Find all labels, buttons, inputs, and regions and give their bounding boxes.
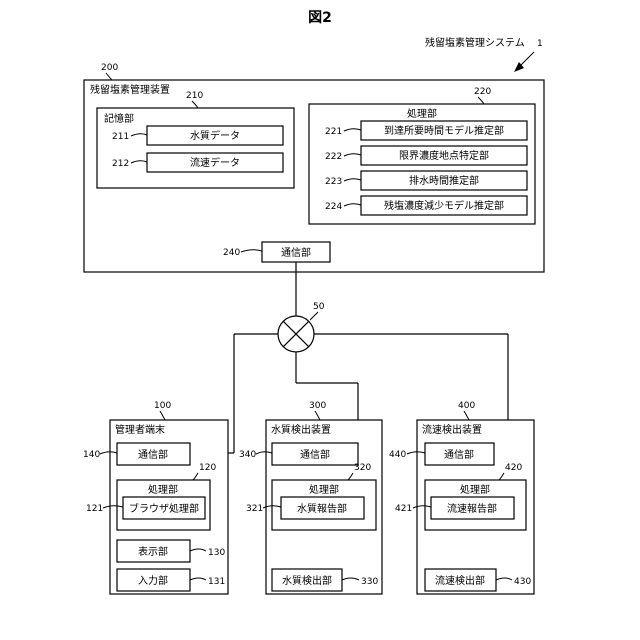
- flow-report-ref: 421: [395, 504, 412, 514]
- processing-unit-ref: 220: [474, 87, 491, 97]
- input-unit-label: 入力部: [138, 574, 168, 587]
- chlorine-decay-model-ref: 224: [325, 202, 342, 212]
- arrival-time-model-ref: 221: [325, 127, 342, 137]
- flow-detector-label: 流速検出部: [435, 574, 485, 587]
- flow-processing-ref: 420: [505, 463, 522, 473]
- arrival-time-model-label: 到達所要時間モデル推定部: [384, 124, 504, 137]
- quality-detector-label: 水質検出部: [282, 574, 332, 587]
- processing-unit-label: 処理部: [407, 107, 437, 120]
- management-device-label: 残留塩素管理装置: [90, 83, 170, 96]
- system-ref: 1: [537, 39, 543, 49]
- drainage-time-label: 排水時間推定部: [409, 174, 479, 187]
- flow-processing-label: 処理部: [460, 483, 490, 496]
- admin-comm-ref: 140: [83, 450, 100, 460]
- flow-rate-data-ref: 212: [112, 159, 129, 169]
- network-hub: 50: [278, 302, 325, 352]
- flow-detector-ref: 430: [514, 577, 531, 587]
- input-unit-ref: 131: [208, 577, 225, 587]
- flow-rate-device-label: 流速検出装置: [422, 423, 482, 436]
- quality-detector-ref: 330: [361, 577, 378, 587]
- admin-terminal-label: 管理者端末: [115, 423, 165, 436]
- admin-processing-label: 処理部: [148, 483, 178, 496]
- flow-rate-device: 400 流速検出装置 通信部 440 420 処理部 流速報告部 421 流速検…: [389, 401, 534, 594]
- system-ref-arrow: [514, 52, 534, 72]
- flow-report-label: 流速報告部: [447, 502, 497, 515]
- flow-rate-data-label: 流速データ: [190, 156, 240, 169]
- browser-processing-label: ブラウザ処理部: [129, 502, 199, 515]
- storage-unit-label: 記憶部: [104, 112, 134, 125]
- water-quality-device: 300 水質検出装置 通信部 340 320 処理部 水質報告部 321 水質検…: [239, 401, 382, 594]
- storage-unit-ref: 210: [186, 91, 203, 101]
- processing-unit: 220 処理部 到達所要時間モデル推定部 221 限界濃度地点特定部 222 排…: [309, 87, 535, 224]
- display-unit-ref: 130: [208, 548, 225, 558]
- browser-processing-ref: 121: [86, 504, 103, 514]
- chlorine-decay-model-label: 残塩濃度減少モデル推定部: [384, 199, 504, 212]
- management-comm-label: 通信部: [281, 246, 311, 259]
- water-quality-data-ref: 211: [112, 132, 129, 142]
- management-device-ref: 200: [101, 63, 118, 73]
- network-hub-ref: 50: [313, 302, 325, 312]
- water-quality-device-label: 水質検出装置: [271, 423, 331, 436]
- admin-processing-ref: 120: [199, 463, 216, 473]
- quality-report-ref: 321: [246, 504, 263, 514]
- flow-comm-label: 通信部: [444, 448, 474, 461]
- flow-rate-device-ref: 400: [458, 401, 475, 411]
- drainage-time-ref: 223: [325, 177, 342, 187]
- limit-concentration-point-ref: 222: [325, 152, 342, 162]
- admin-comm-label: 通信部: [138, 448, 168, 461]
- flow-comm-ref: 440: [389, 450, 406, 460]
- quality-report-label: 水質報告部: [297, 502, 347, 515]
- quality-comm-label: 通信部: [300, 448, 330, 461]
- limit-concentration-point-label: 限界濃度地点特定部: [399, 149, 489, 162]
- figure-title: 図2: [308, 10, 332, 26]
- system-label: 残留塩素管理システム: [425, 36, 525, 49]
- quality-processing-label: 処理部: [309, 483, 339, 496]
- quality-processing-ref: 320: [354, 463, 371, 473]
- management-comm-ref: 240: [223, 248, 240, 258]
- admin-terminal: 100 管理者端末 通信部 140 120 処理部 ブラウザ処理部 121 表示…: [83, 401, 228, 594]
- display-unit-label: 表示部: [138, 545, 168, 558]
- admin-terminal-ref: 100: [154, 401, 171, 411]
- water-quality-data-label: 水質データ: [190, 129, 240, 142]
- quality-comm-ref: 340: [239, 450, 256, 460]
- management-device: 200 残留塩素管理装置 210 記憶部 水質データ 211 流速データ 212…: [84, 63, 544, 272]
- water-quality-device-ref: 300: [309, 401, 326, 411]
